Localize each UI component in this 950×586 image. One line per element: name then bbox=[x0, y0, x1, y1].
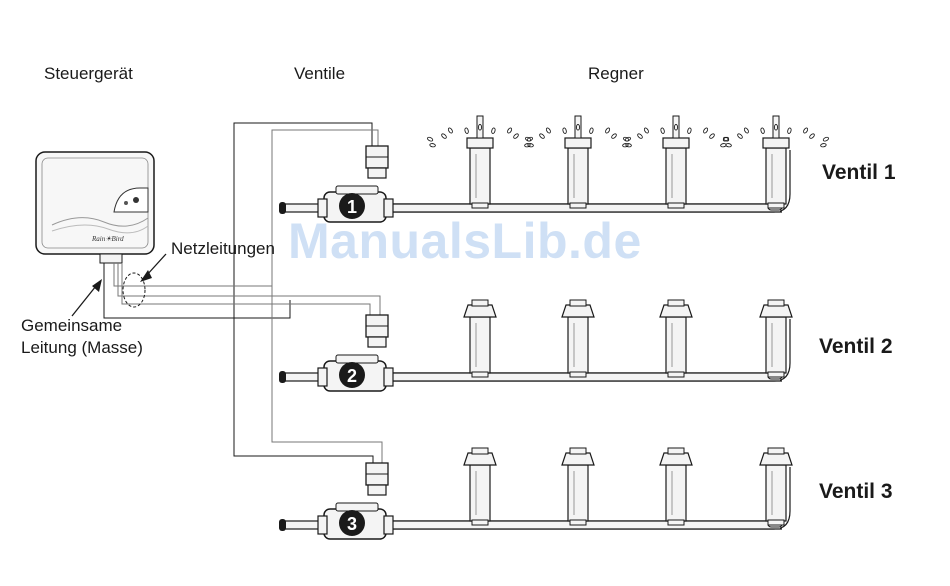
water-droplet bbox=[703, 127, 709, 133]
water-droplet bbox=[823, 137, 829, 142]
water-droplet bbox=[709, 133, 715, 139]
sprinkler-head bbox=[660, 305, 692, 317]
header-valves: Ventile bbox=[294, 64, 345, 84]
callout-common-wire-line2: Leitung (Masse) bbox=[21, 338, 143, 358]
power-wires-marker bbox=[123, 273, 145, 307]
water-droplet bbox=[820, 143, 826, 147]
common-wire bbox=[104, 263, 290, 318]
zone-1: 1 bbox=[279, 116, 829, 222]
lateral-pipe bbox=[390, 319, 790, 381]
zone-label-2: Ventil 2 bbox=[819, 335, 893, 359]
valve-number: 2 bbox=[347, 366, 357, 386]
water-droplet bbox=[644, 127, 650, 133]
zone-2: 2 bbox=[279, 300, 792, 391]
power-wire-3 bbox=[122, 263, 370, 318]
power-wire-2 bbox=[118, 263, 380, 318]
valve-number: 3 bbox=[347, 514, 357, 534]
sprinkler bbox=[660, 300, 692, 377]
water-droplet bbox=[803, 127, 809, 133]
sprinkler bbox=[623, 116, 729, 208]
pipe-cap bbox=[279, 371, 286, 383]
water-droplet bbox=[787, 128, 792, 134]
pipe-cap bbox=[279, 202, 286, 214]
valve-2: 2 bbox=[318, 315, 393, 391]
controller-unit: Rain☀Bird bbox=[36, 152, 154, 263]
sprinkler-head bbox=[562, 305, 594, 317]
water-droplet bbox=[744, 127, 750, 133]
sprinkler-head bbox=[760, 305, 792, 317]
callout-common-wire-line1: Gemeinsame bbox=[21, 316, 122, 336]
water-droplet bbox=[809, 133, 815, 139]
water-droplet bbox=[441, 133, 447, 139]
water-droplet bbox=[660, 128, 665, 134]
water-droplet bbox=[562, 128, 567, 134]
valve-3: 3 bbox=[318, 463, 393, 539]
water-droplet bbox=[611, 133, 617, 139]
zone-label-3: Ventil 3 bbox=[819, 480, 893, 504]
sprinkler bbox=[427, 116, 533, 208]
water-droplet bbox=[589, 128, 594, 134]
svg-text:Rain☀Bird: Rain☀Bird bbox=[91, 235, 124, 243]
water-droplet bbox=[546, 127, 552, 133]
sprinkler-head bbox=[760, 453, 792, 465]
sprinkler bbox=[464, 300, 496, 377]
sprinkler bbox=[562, 300, 594, 377]
sprinkler bbox=[660, 448, 692, 525]
sprinkler-head bbox=[660, 453, 692, 465]
water-droplet bbox=[448, 127, 454, 133]
water-droplet bbox=[507, 127, 513, 133]
sprinkler bbox=[562, 448, 594, 525]
water-droplet bbox=[513, 133, 519, 139]
sprinkler bbox=[760, 448, 792, 525]
water-droplet bbox=[464, 128, 469, 134]
sprinkler bbox=[525, 116, 631, 208]
zone-label-1: Ventil 1 bbox=[822, 161, 896, 185]
pipe-cap bbox=[279, 519, 286, 531]
water-droplet bbox=[687, 128, 692, 134]
sprinkler bbox=[760, 300, 792, 377]
valve-1: 1 bbox=[318, 146, 393, 222]
sprinkler bbox=[464, 448, 496, 525]
header-sprinklers: Regner bbox=[588, 64, 644, 84]
water-droplet bbox=[539, 133, 545, 139]
valve-number: 1 bbox=[347, 197, 357, 217]
sprinkler-head bbox=[562, 453, 594, 465]
header-controller: Steuergerät bbox=[44, 64, 133, 84]
water-droplet bbox=[605, 127, 611, 133]
water-droplet bbox=[491, 128, 496, 134]
water-droplet bbox=[760, 128, 765, 134]
sprinkler-head bbox=[464, 453, 496, 465]
water-droplet bbox=[430, 143, 436, 147]
water-droplet bbox=[737, 133, 743, 139]
common-wire-to-valve-3 bbox=[234, 318, 373, 468]
zone-3: 3 bbox=[279, 448, 792, 539]
water-droplet bbox=[427, 137, 433, 142]
lateral-pipe bbox=[390, 467, 790, 529]
lateral-pipe bbox=[390, 150, 790, 212]
callout-power-wires: Netzleitungen bbox=[171, 239, 275, 259]
sprinkler bbox=[723, 116, 829, 208]
sprinkler-head bbox=[464, 305, 496, 317]
water-droplet bbox=[637, 133, 643, 139]
